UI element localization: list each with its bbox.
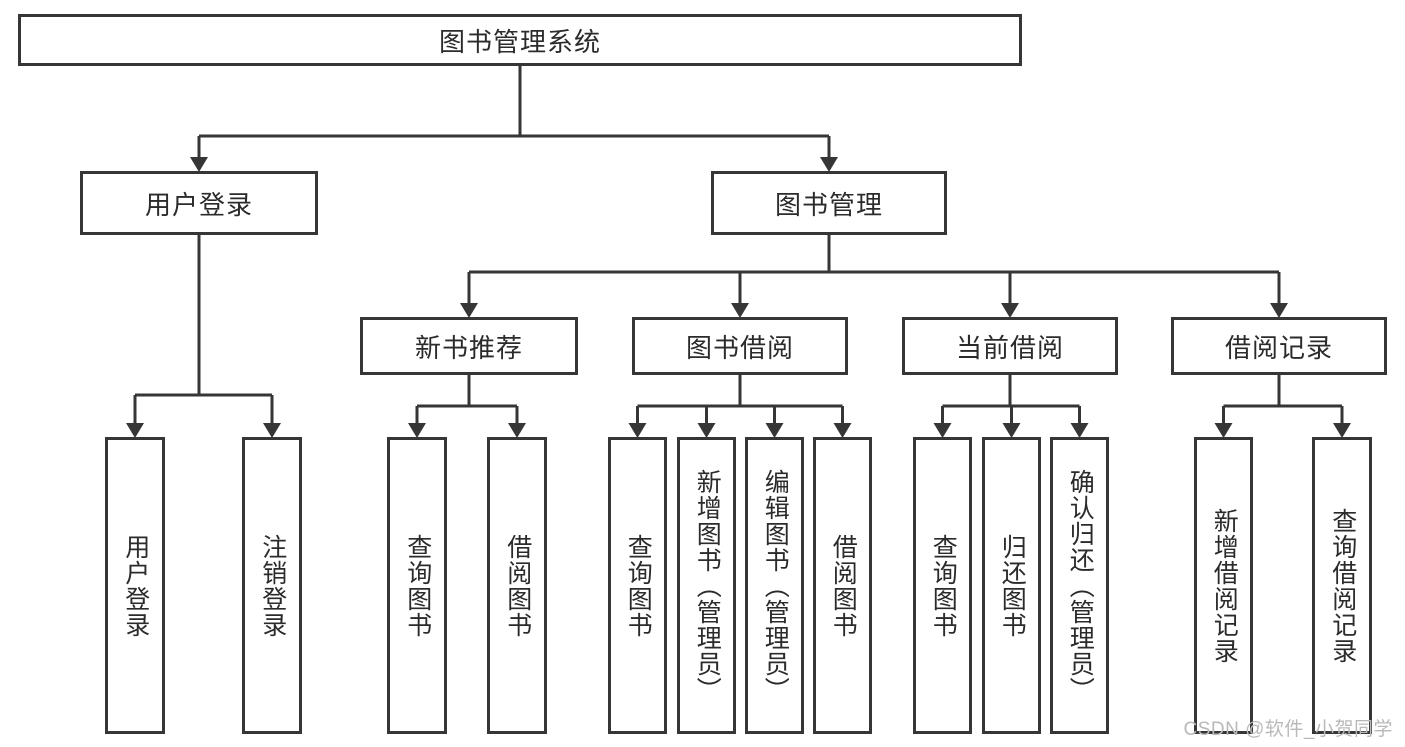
node-box-leaf-edit-book-admin[interactable]: [745, 437, 804, 734]
node-box-book-manage[interactable]: [711, 171, 947, 235]
node-box-leaf-return-book[interactable]: [982, 437, 1041, 734]
node-box-root[interactable]: [18, 14, 1022, 66]
node-box-leaf-user-logout[interactable]: [242, 437, 302, 734]
watermark-text: CSDN @软件_小贺同学: [1183, 719, 1393, 740]
edge-group-user-login: [126, 235, 281, 438]
edge-group-new-book-recommend: [408, 375, 526, 438]
node-box-borrow-record[interactable]: [1171, 317, 1387, 375]
edge-group-root: [190, 66, 838, 172]
node-box-leaf-add-borrow-record[interactable]: [1194, 437, 1253, 734]
node-box-leaf-user-login[interactable]: [105, 437, 165, 734]
node-box-leaf-query-book-rec[interactable]: [387, 437, 447, 734]
node-box-current-borrow[interactable]: [902, 317, 1118, 375]
node-box-leaf-borrow-book[interactable]: [813, 437, 872, 734]
edge-group-book-borrow: [628, 375, 852, 438]
node-boxes-layer: [18, 14, 1387, 734]
connector-edges-layer: [126, 66, 1351, 438]
node-box-new-book-recommend[interactable]: [360, 317, 578, 375]
node-box-leaf-confirm-return-admin[interactable]: [1050, 437, 1109, 734]
node-box-leaf-add-book-admin[interactable]: [677, 437, 736, 734]
node-box-user-login[interactable]: [80, 171, 318, 235]
edge-group-borrow-record: [1214, 375, 1351, 438]
node-box-leaf-query-book-borrow[interactable]: [608, 437, 667, 734]
edge-group-book-manage: [460, 235, 1288, 318]
node-box-book-borrow[interactable]: [632, 317, 848, 375]
node-box-leaf-query-borrow-record[interactable]: [1312, 437, 1372, 734]
node-box-leaf-query-book-current[interactable]: [913, 437, 972, 734]
node-box-leaf-borrow-book-rec[interactable]: [487, 437, 547, 734]
edge-group-current-borrow: [933, 375, 1089, 438]
